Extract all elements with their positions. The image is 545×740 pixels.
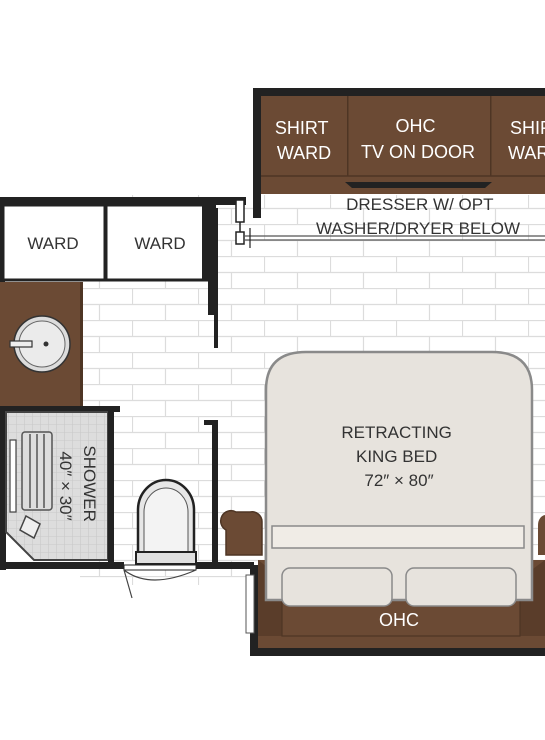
label-shirt-ward-right: SHIRT WARD <box>508 118 545 163</box>
nightstand-right <box>537 515 545 555</box>
nightstand-left <box>220 509 263 556</box>
label-shirt-ward-left: SHIRT WARD <box>275 118 333 163</box>
toilet <box>135 478 197 565</box>
label-shower: SHOWER 40″ × 30″ <box>56 445 99 526</box>
door-swing <box>123 569 197 599</box>
bath-door <box>123 564 197 571</box>
label-dresser: DRESSER W/ OPT WASHER/DRYER BELOW <box>316 195 520 238</box>
label-ohc-bottom: OHC <box>379 610 419 630</box>
pillow-left <box>281 567 393 607</box>
ohc-tv-cabinet <box>348 96 490 176</box>
label-bed: RETRACTING KING BED 72″ × 80″ <box>341 423 456 490</box>
pillow-right <box>405 567 517 607</box>
slideout-edge <box>235 199 545 248</box>
tv-icon <box>345 182 492 188</box>
shirt-ward-left-cabinet <box>261 96 347 176</box>
shower-drain-icon <box>19 514 41 540</box>
vanity <box>0 282 83 406</box>
label-ward-left: WARD <box>27 234 78 253</box>
wall-top-main <box>0 197 245 205</box>
label-ward-right: WARD <box>134 234 185 253</box>
faucet-icon <box>9 340 33 348</box>
bath-partition <box>204 420 218 565</box>
bath-bottom-wall <box>0 562 254 599</box>
top-slideout <box>253 88 545 218</box>
pocket-door <box>208 205 218 348</box>
label-ohc-tv: OHC TV ON DOOR <box>361 116 475 162</box>
king-bed <box>264 350 534 607</box>
shower <box>0 406 120 570</box>
shirt-ward-right-cabinet <box>491 96 545 176</box>
